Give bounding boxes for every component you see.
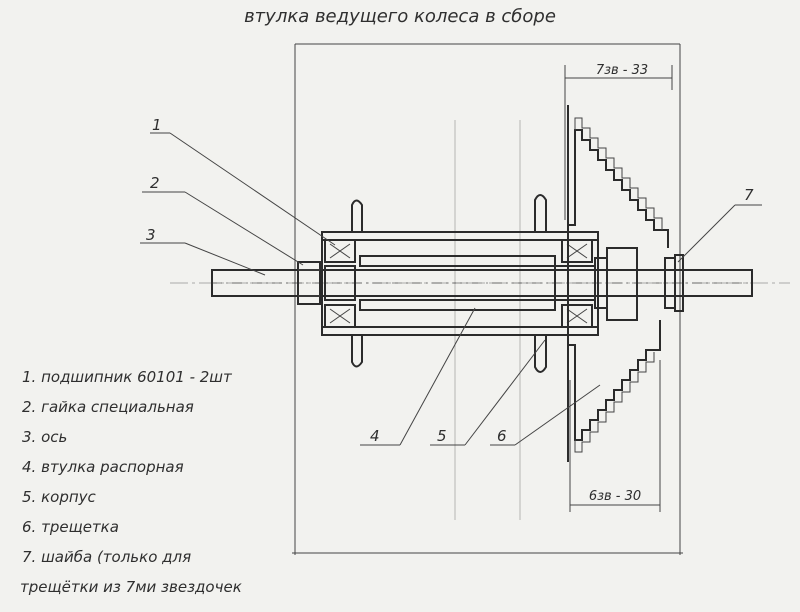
callout-4: 4 [370, 427, 380, 445]
washer [664, 254, 684, 312]
bottom-dimension: 6зв - 30 [569, 360, 661, 512]
special-nut [297, 261, 321, 305]
spacer-sleeve [359, 255, 556, 311]
legend-item-4: 4. втулка распорная [22, 458, 184, 476]
right-nut [594, 247, 638, 321]
bottom-dimension-label: 6зв - 30 [589, 489, 641, 504]
legend-item-6: 6. трещетка [22, 518, 119, 536]
callout-numbers: 1 2 3 4 5 6 7 [146, 116, 754, 445]
callout-3: 3 [146, 226, 156, 244]
bearing-left [324, 239, 356, 328]
axle [170, 269, 790, 297]
legend-item-2: 2. гайка специальная [22, 398, 194, 416]
legend-item-7: 7. шайба (только для [22, 548, 191, 566]
callout-2: 2 [150, 174, 160, 192]
legend-item-1: 1. подшипник 60101 - 2шт [22, 368, 233, 386]
bearing-right [554, 239, 596, 328]
ratchet [567, 105, 669, 462]
top-dimension-label: 7зв - 33 [596, 63, 648, 78]
callout-5: 5 [437, 427, 447, 445]
hub-body [321, 194, 599, 373]
legend-item-5: 5. корпус [22, 488, 97, 506]
leader-lines [140, 132, 762, 446]
callout-1: 1 [152, 116, 162, 134]
drawing-title: втулка ведущего колеса в сборе [244, 6, 556, 27]
legend-item-7-continuation: трещётки из 7ми звездочек [20, 578, 242, 596]
callout-6: 6 [497, 427, 507, 445]
top-dimension: 7зв - 33 [564, 63, 673, 220]
frame-lines [292, 43, 683, 555]
parts-legend: 1. подшипник 60101 - 2шт 2. гайка специа… [20, 368, 242, 596]
callout-7: 7 [744, 186, 754, 204]
legend-item-3: 3. ось [22, 428, 67, 446]
